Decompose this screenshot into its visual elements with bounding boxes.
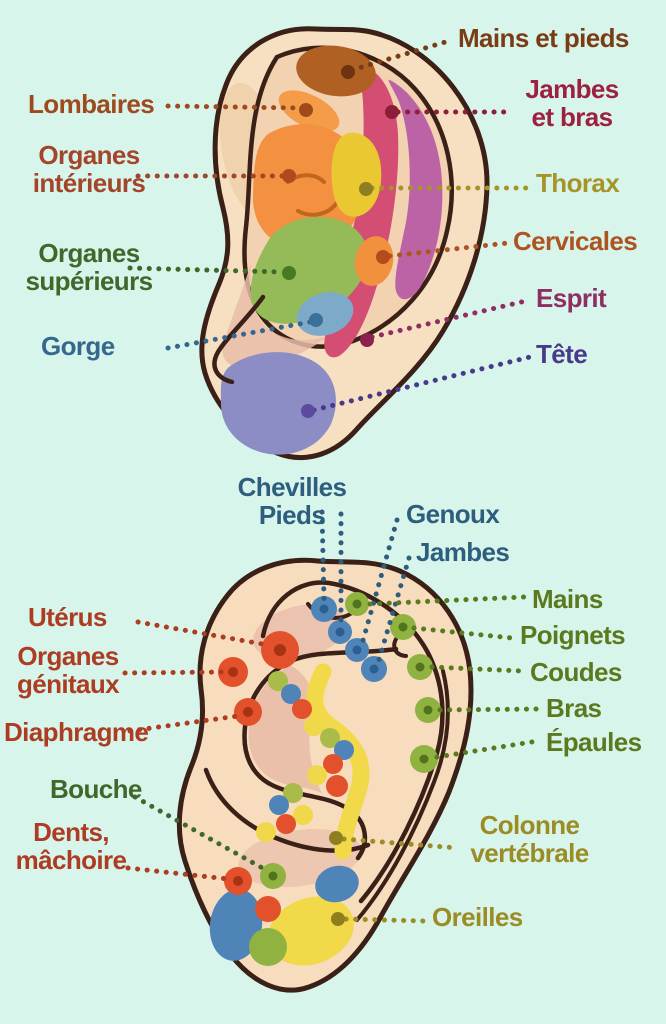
zone-band-magenta (388, 79, 443, 300)
label-gorge: Gorge (41, 331, 115, 361)
label-bouche: Bouche (50, 774, 142, 804)
label-dents-machoire: Dents, mâchoire (15, 817, 127, 875)
label-chevilles-pieds: Chevilles Pieds (237, 472, 347, 530)
label-lombaires: Lombaires (28, 89, 155, 119)
zone-mains-et-pieds (296, 45, 376, 97)
zone-tete (220, 352, 336, 455)
label-epaules: Épaules (546, 727, 642, 757)
bead-dots (256, 671, 354, 842)
label-cervicales: Cervicales (513, 226, 638, 256)
line-diaphragme (127, 713, 241, 734)
line-uterus (135, 619, 271, 648)
line-jambes (375, 555, 412, 666)
anchor-dots (282, 65, 399, 926)
label-organes-superieurs: Organes supérieurs (25, 238, 154, 296)
label-coudes: Coudes (530, 657, 622, 687)
red-point-dots (218, 631, 299, 895)
label-poignets: Poignets (520, 620, 626, 650)
line-mains-et-pieds (349, 37, 455, 73)
line-epaules (434, 738, 541, 760)
label-bras: Bras (546, 693, 602, 723)
top-ear-illustration (199, 26, 490, 460)
line-bouche (132, 794, 269, 873)
label-colonne-vertebrale: Colonne vertébrale (470, 810, 589, 868)
line-colonne-vertebrale (341, 836, 461, 851)
label-organes-genitaux: Organes génitaux (16, 641, 120, 699)
label-organes-interieurs: Organes intérieurs (32, 140, 146, 198)
bottom-ear-helix-line (260, 580, 445, 904)
line-cervicales (387, 240, 511, 259)
line-bras (437, 706, 541, 713)
label-jambes-et-bras: Jambes et bras (525, 74, 619, 132)
label-esprit: Esprit (536, 283, 607, 313)
label-mains-et-pieds: Mains et pieds (458, 23, 629, 53)
label-tete: Tête (536, 339, 588, 369)
line-genoux (359, 517, 400, 647)
line-organes-superieurs (127, 265, 286, 275)
line-oreilles (343, 916, 428, 924)
label-jambes: Jambes (416, 537, 510, 567)
leader-lines (122, 37, 541, 924)
label-diaphragme: Diaphragme (4, 717, 149, 747)
line-mains (367, 594, 527, 607)
zone-gorge (296, 292, 354, 336)
label-mains: Mains (532, 584, 603, 614)
line-coudes (429, 664, 525, 674)
line-poignets (411, 625, 515, 641)
green-point-dots (345, 592, 441, 773)
label-oreilles: Oreilles (432, 902, 523, 932)
zone-cervicales (354, 236, 394, 286)
blue-point-dots (311, 596, 387, 682)
line-lombaires (165, 103, 303, 111)
label-thorax: Thorax (536, 168, 620, 198)
line-organes-genitaux (122, 669, 225, 676)
line-esprit (369, 297, 533, 340)
zone-colonne-vertebrale (306, 663, 370, 860)
lobe-blue-patch (209, 889, 263, 961)
zone-thorax (331, 132, 382, 217)
label-uterus: Utérus (28, 602, 107, 632)
label-genoux: Genoux (406, 499, 500, 529)
line-dents-machoire (125, 865, 231, 882)
zone-oreilles (268, 896, 354, 966)
line-tete (311, 354, 533, 413)
bottom-ear-illustration (176, 557, 474, 993)
